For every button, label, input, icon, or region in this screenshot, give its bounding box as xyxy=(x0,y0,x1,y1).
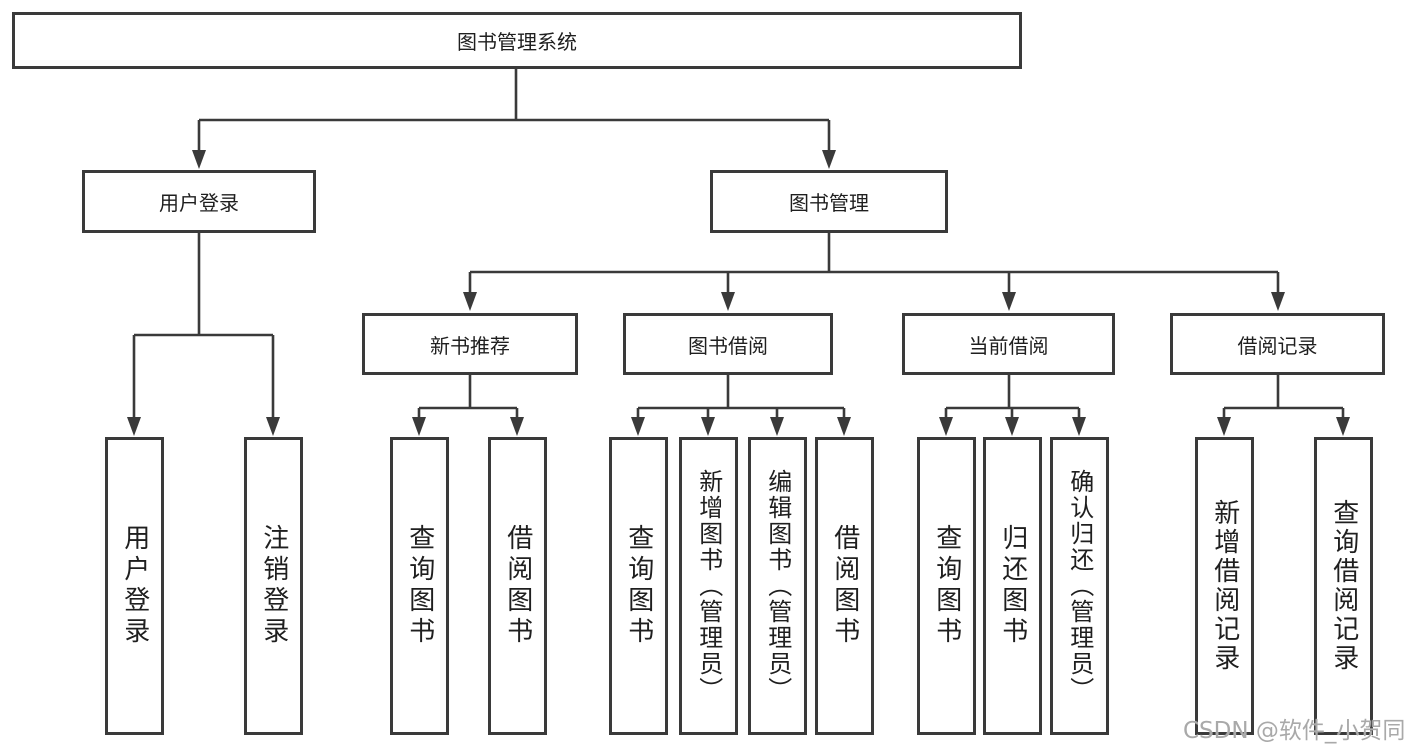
node-label: 查询图书 xyxy=(404,524,435,648)
node-label: 图书管理 xyxy=(789,191,869,215)
node-leaf-query-borrow-record: 查询借阅记录 xyxy=(1314,437,1373,735)
node-label: 新增图书（管理员） xyxy=(694,469,723,703)
node-label: 借阅记录 xyxy=(1237,333,1318,358)
node-label: 新增借阅记录 xyxy=(1209,499,1240,673)
node-label: 归还图书 xyxy=(997,524,1028,648)
node-borrowing-records: 借阅记录 xyxy=(1170,313,1385,375)
node-leaf-add-borrow-record: 新增借阅记录 xyxy=(1195,437,1254,735)
node-leaf-confirm-return-admin: 确认归还（管理员） xyxy=(1050,437,1109,735)
node-label: 用户登录 xyxy=(159,191,239,215)
node-book-management: 图书管理 xyxy=(710,170,948,233)
node-label: 注销登录 xyxy=(258,524,289,648)
node-label: 确认归还（管理员） xyxy=(1065,469,1094,703)
node-user-login: 用户登录 xyxy=(82,170,316,233)
node-new-book-recommendation: 新书推荐 xyxy=(362,313,578,375)
node-label: 查询图书 xyxy=(931,524,962,648)
node-label: 图书借阅 xyxy=(688,333,768,358)
node-leaf-logout: 注销登录 xyxy=(244,437,303,735)
node-label: 查询借阅记录 xyxy=(1328,499,1359,673)
node-leaf-user-login: 用户登录 xyxy=(105,437,164,735)
node-label: 图书管理系统 xyxy=(457,30,577,54)
watermark-text: CSDN @软件_小贺同学 xyxy=(1183,718,1405,744)
node-leaf-query-books-3: 查询图书 xyxy=(917,437,976,735)
node-label: 查询图书 xyxy=(623,524,654,648)
node-leaf-query-books-2: 查询图书 xyxy=(609,437,668,735)
node-label: 编辑图书（管理员） xyxy=(763,469,792,703)
node-leaf-add-books-admin: 新增图书（管理员） xyxy=(679,437,738,735)
node-leaf-edit-books-admin: 编辑图书（管理员） xyxy=(748,437,807,735)
node-label: 新书推荐 xyxy=(430,333,510,358)
node-leaf-query-books-1: 查询图书 xyxy=(390,437,449,735)
node-leaf-borrow-books-1: 借阅图书 xyxy=(488,437,547,735)
node-label: 借阅图书 xyxy=(502,524,533,648)
node-label: 当前借阅 xyxy=(968,333,1049,358)
node-root-system: 图书管理系统 xyxy=(12,12,1022,69)
node-label: 借阅图书 xyxy=(829,524,860,648)
node-leaf-return-books: 归还图书 xyxy=(983,437,1042,735)
node-label: 用户登录 xyxy=(119,524,150,648)
node-leaf-borrow-books-2: 借阅图书 xyxy=(815,437,874,735)
node-current-borrowing: 当前借阅 xyxy=(902,313,1115,375)
node-book-borrowing: 图书借阅 xyxy=(623,313,833,375)
